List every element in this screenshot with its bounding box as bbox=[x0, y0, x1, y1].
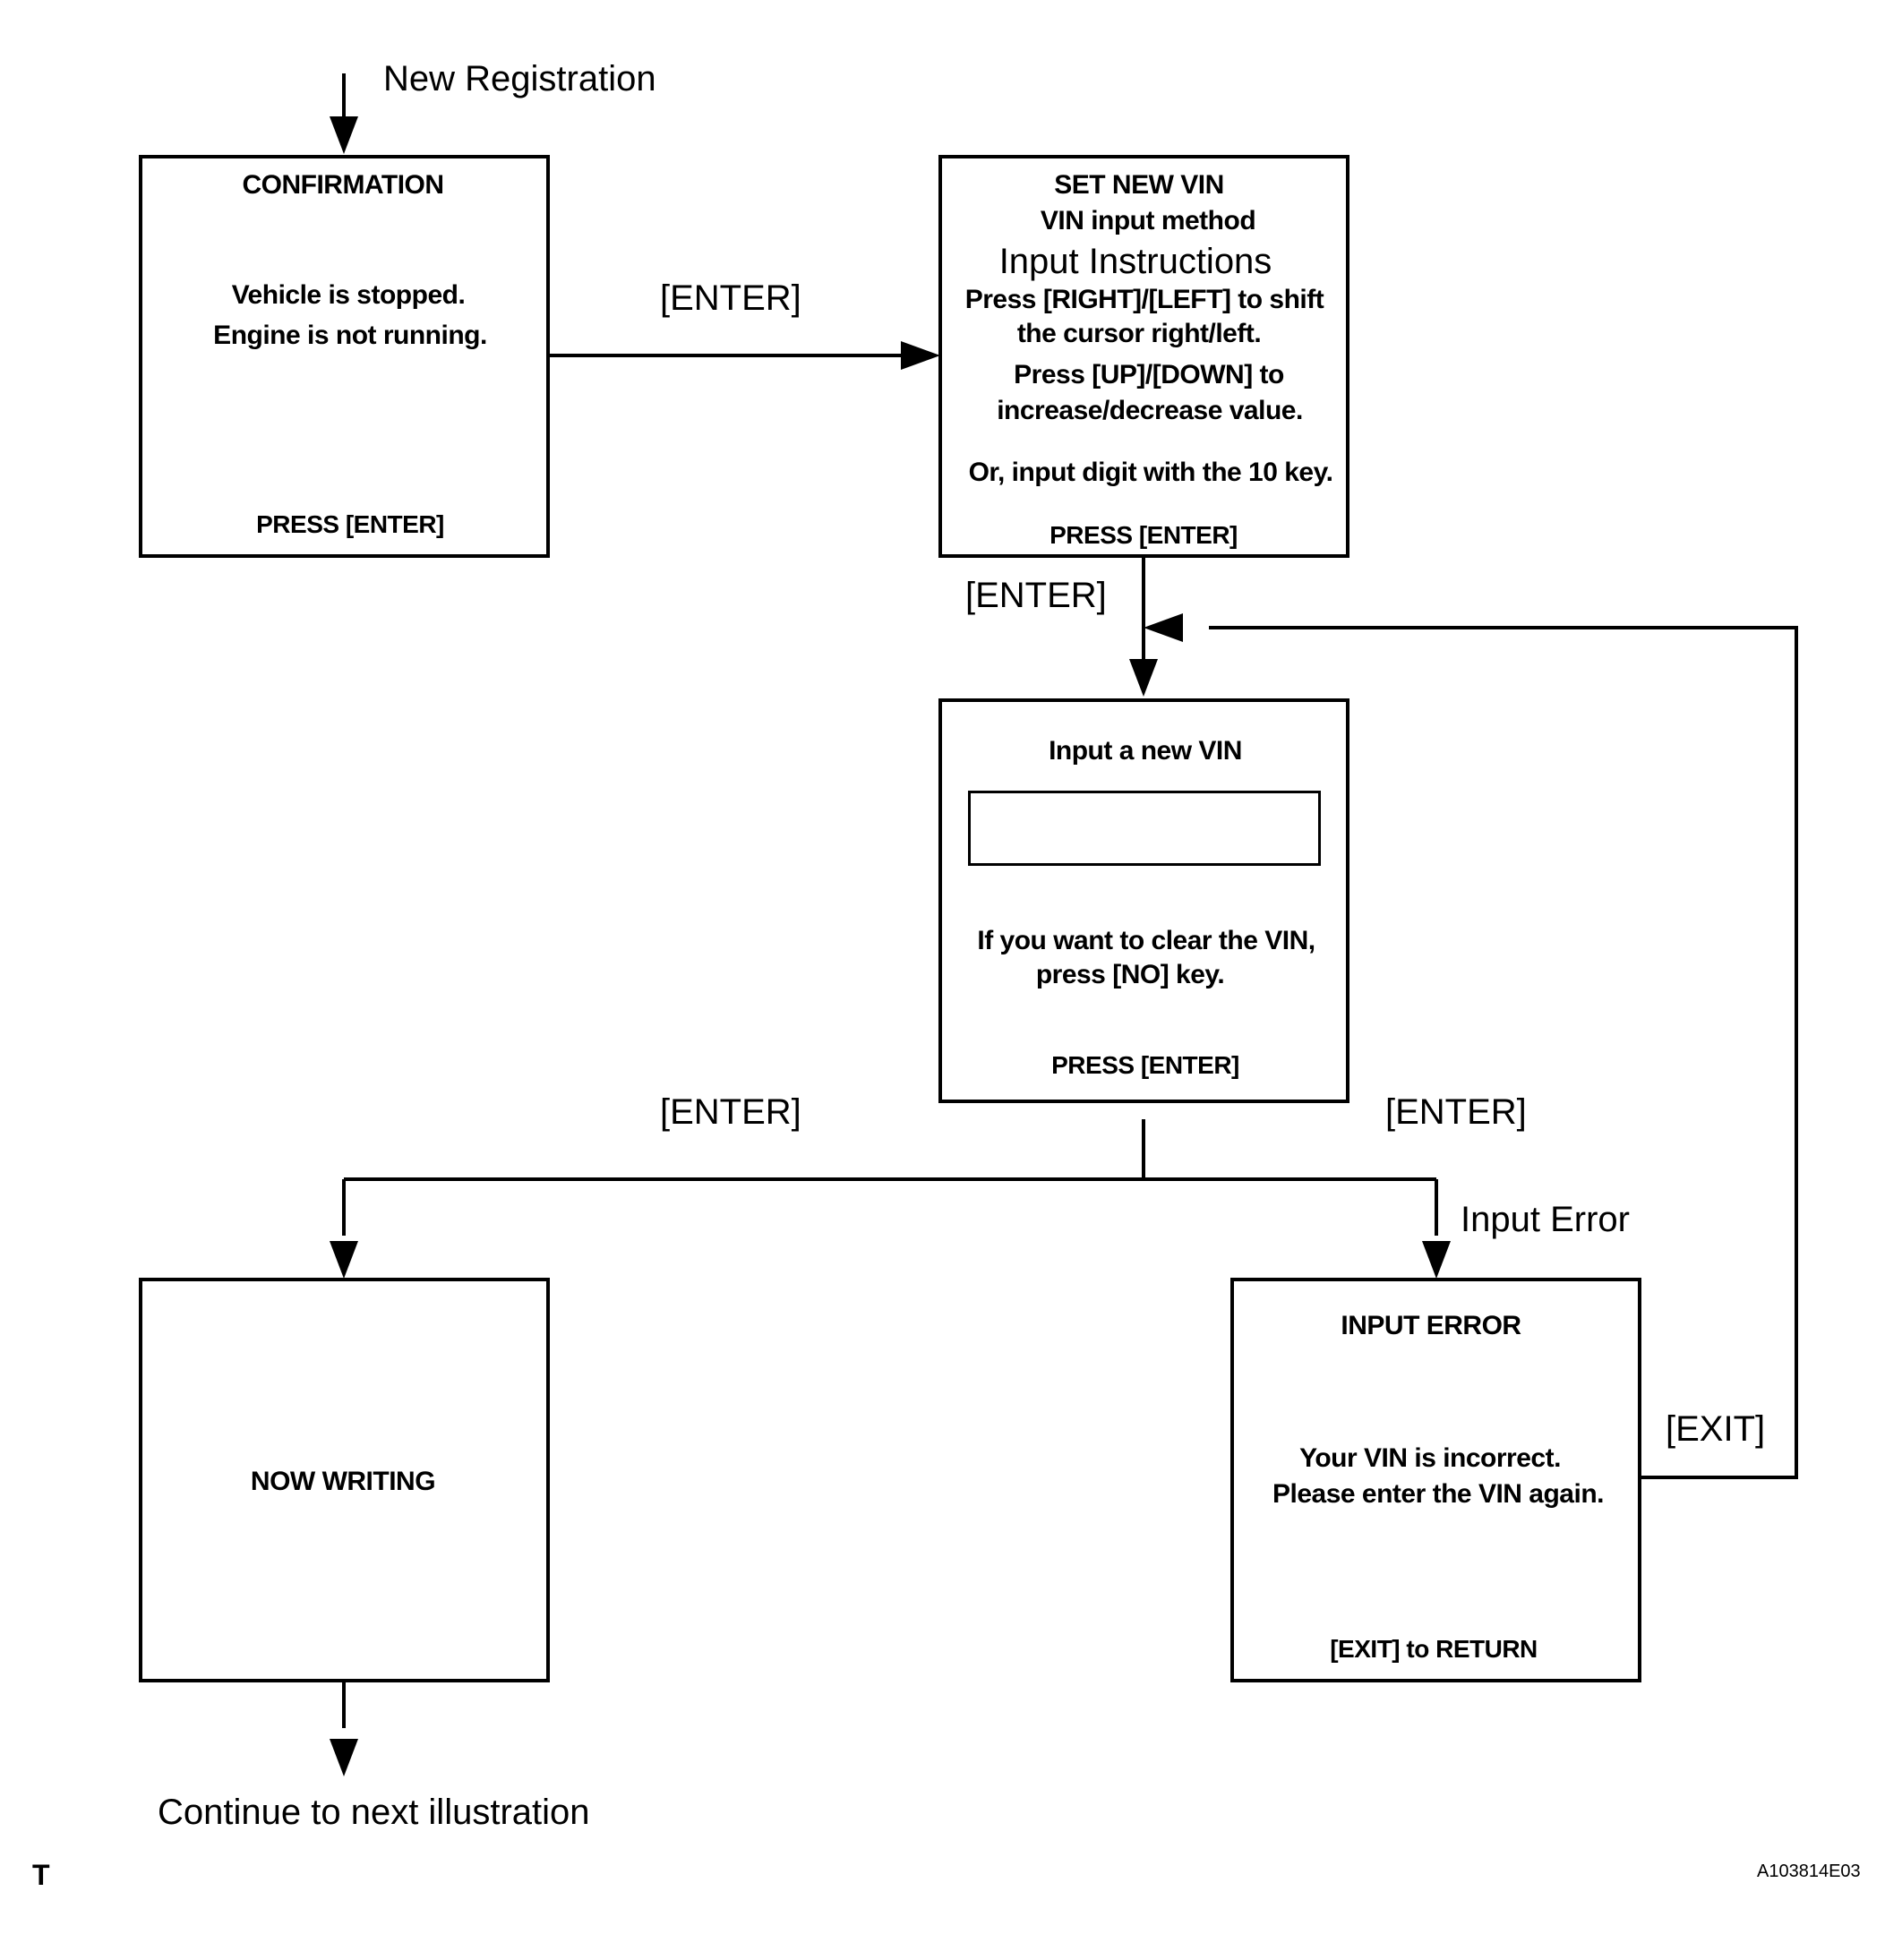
set-new-vin-title: SET NEW VIN bbox=[1054, 170, 1224, 200]
input-instructions-heading: Input Instructions bbox=[998, 242, 1272, 281]
vin-input-field[interactable] bbox=[968, 791, 1321, 866]
input-vin-line-1: If you want to clear the VIN, bbox=[977, 926, 1315, 955]
to-error-arrowhead bbox=[1422, 1241, 1451, 1279]
set-new-vin-subtitle: VIN input method bbox=[1040, 206, 1256, 235]
input-error-line-2: Please enter the VIN again. bbox=[1272, 1479, 1604, 1509]
figure-code: A103814E03 bbox=[1757, 1862, 1861, 1881]
input-to-writing-label: [ENTER] bbox=[660, 1092, 801, 1132]
confirm-to-set-arrowhead bbox=[901, 341, 940, 370]
set-new-vin-line-2: the cursor right/left. bbox=[1016, 319, 1262, 348]
set-to-input-label: [ENTER] bbox=[965, 576, 1107, 615]
now-writing-title: NOW WRITING bbox=[250, 1467, 436, 1496]
to-writing-arrowhead bbox=[330, 1241, 358, 1279]
confirmation-footer: PRESS [ENTER] bbox=[256, 510, 444, 538]
input-vin-line-2: press [NO] key. bbox=[1035, 960, 1225, 989]
confirmation-screen bbox=[139, 155, 550, 558]
set-to-input-arrowhead bbox=[1129, 659, 1158, 697]
input-vin-title: Input a new VIN bbox=[1049, 736, 1242, 766]
confirmation-line-2: Engine is not running. bbox=[213, 321, 487, 350]
input-error-footer: [EXIT] to RETURN bbox=[1330, 1635, 1538, 1663]
input-vin-footer: PRESS [ENTER] bbox=[1051, 1051, 1239, 1079]
set-new-vin-footer: PRESS [ENTER] bbox=[1050, 521, 1238, 549]
input-vin-screen bbox=[938, 698, 1349, 1103]
set-new-vin-line-4: increase/decrease value. bbox=[997, 396, 1303, 425]
confirmation-line-1: Vehicle is stopped. bbox=[231, 280, 466, 310]
confirm-to-set-label: [ENTER] bbox=[660, 278, 801, 318]
start-label: New Registration bbox=[383, 59, 656, 98]
set-new-vin-screen bbox=[938, 155, 1349, 558]
end-label: Continue to next illustration bbox=[158, 1793, 590, 1832]
confirmation-title: CONFIRMATION bbox=[242, 170, 444, 200]
input-to-error-label: [ENTER] bbox=[1385, 1092, 1527, 1132]
set-new-vin-line-1: Press [RIGHT]/[LEFT] to shift bbox=[964, 285, 1324, 314]
input-error-screen bbox=[1230, 1278, 1641, 1682]
input-error-title: INPUT ERROR bbox=[1341, 1311, 1521, 1340]
set-new-vin-line-3: Press [UP]/[DOWN] to bbox=[1014, 360, 1284, 389]
start-arrowhead bbox=[330, 116, 358, 154]
exit-loop-arrowhead bbox=[1144, 613, 1183, 642]
set-new-vin-line-5: Or, input digit with the 10 key. bbox=[968, 458, 1333, 487]
error-exit-label: [EXIT] bbox=[1666, 1409, 1766, 1449]
end-arrowhead bbox=[330, 1739, 358, 1776]
input-error-line-1: Your VIN is incorrect. bbox=[1299, 1443, 1561, 1473]
corner-mark: T bbox=[32, 1859, 50, 1891]
exit-loop-line bbox=[1209, 626, 1798, 1479]
error-condition-label: Input Error bbox=[1461, 1200, 1630, 1239]
now-writing-screen bbox=[139, 1278, 550, 1682]
